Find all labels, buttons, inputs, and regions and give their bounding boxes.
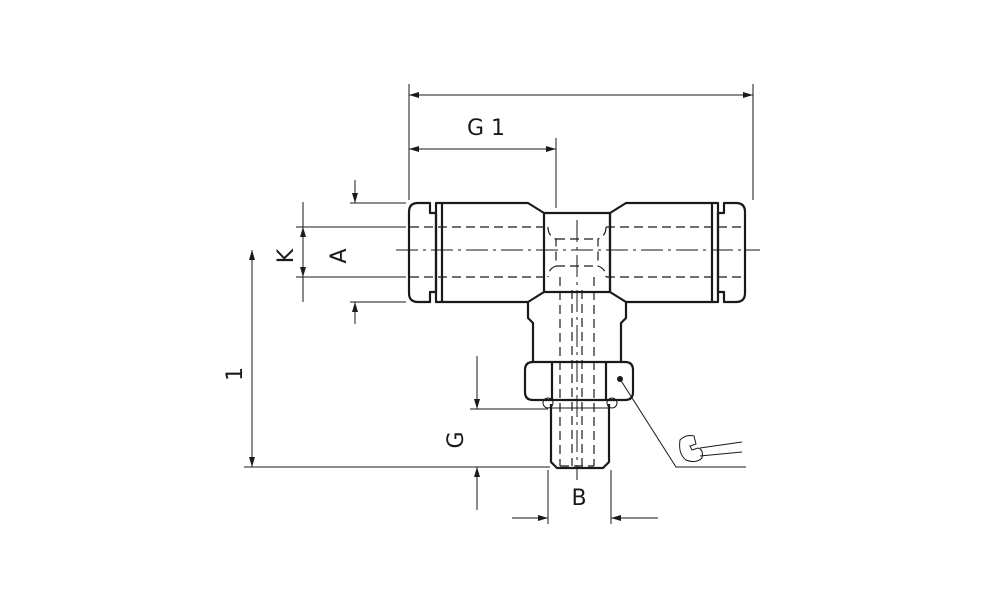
label-b: B xyxy=(571,486,586,511)
left-tube-body xyxy=(434,201,546,304)
wrench-leader xyxy=(619,378,746,468)
label-g1: G 1 xyxy=(467,116,505,141)
right-collet xyxy=(716,201,747,304)
wrench-icon xyxy=(679,435,743,463)
extension-lines xyxy=(244,84,754,524)
hex-nut xyxy=(523,360,635,402)
label-g: G xyxy=(444,431,469,448)
seal-left xyxy=(542,397,554,409)
label-height: 1 xyxy=(223,367,248,381)
label-a: A xyxy=(327,248,352,263)
left-collet xyxy=(407,201,438,304)
stem xyxy=(526,302,628,362)
tee-fitting-body xyxy=(407,201,747,470)
label-k: K xyxy=(274,248,299,263)
right-tube-body xyxy=(608,201,720,304)
seal-right xyxy=(606,397,618,409)
threaded-spigot xyxy=(549,404,611,470)
